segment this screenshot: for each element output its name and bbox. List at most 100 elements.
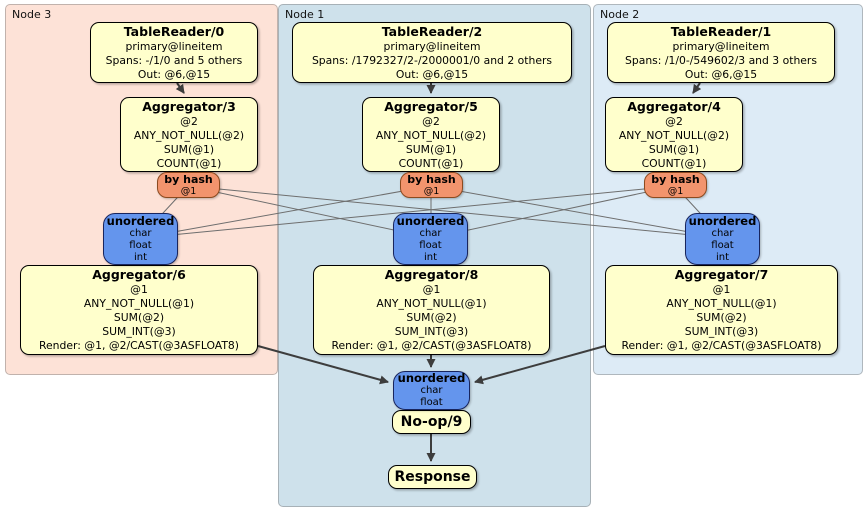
router-by-hash-5: by hash @1 — [400, 172, 463, 198]
processor-title: Aggregator/5 — [384, 98, 478, 114]
flow-arrows — [175, 82, 702, 462]
processor-detail-line: @1 — [422, 283, 441, 296]
processor-detail-line: primary@lineitem — [125, 39, 223, 53]
processor-detail-line: SUM(@2) — [406, 311, 457, 324]
processor-detail-line: ANY_NOT_NULL(@1) — [376, 297, 487, 310]
processor-title: No-op/9 — [400, 414, 463, 430]
processor-detail-line: ANY_NOT_NULL(@2) — [133, 128, 245, 142]
processor-title: Response — [394, 469, 471, 485]
sync-unordered-final: unordered char float — [393, 371, 470, 410]
sync-unordered-node1: unordered char float int — [393, 213, 468, 265]
sync-type: int — [423, 251, 438, 263]
router-title: by hash — [407, 172, 456, 186]
processor-tablereader-2: TableReader/2 primary@lineitem Spans: /1… — [292, 22, 572, 83]
processor-detail-line: Render: @1, @2/CAST(@3ASFLOAT8) — [621, 339, 822, 352]
processor-detail-line: COUNT(@1) — [156, 156, 222, 170]
processor-detail-line: SUM(@1) — [648, 142, 700, 156]
processor-detail-line: @2 — [180, 114, 198, 128]
processor-detail-line: SUM_INT(@3) — [394, 325, 469, 338]
router-by-hash-3: by hash @1 — [157, 172, 220, 198]
plan-edge — [430, 185, 676, 239]
processor-detail-line: @2 — [665, 114, 683, 128]
node-region-label: Node 1 — [285, 8, 325, 21]
processor-detail-line: SUM(@1) — [405, 142, 457, 156]
processor-aggregator-7: Aggregator/7 @1 ANY_NOT_NULL(@1) SUM(@2)… — [605, 265, 838, 355]
router-title: by hash — [651, 172, 700, 186]
processor-detail-line: SUM(@1) — [163, 142, 215, 156]
sync-unordered-node2: unordered char float int — [685, 213, 760, 265]
processor-detail-line: Render: @1, @2/CAST(@3ASFLOAT8) — [331, 339, 532, 352]
sync-type: float — [419, 239, 442, 251]
processor-detail-line: Spans: -/1/0 and 5 others — [105, 53, 243, 67]
processor-noop-9: No-op/9 — [392, 410, 471, 434]
plan-arrow — [692, 82, 702, 94]
processor-detail-line: SUM(@2) — [696, 311, 747, 324]
sync-type: char — [419, 227, 442, 239]
processor-detail-line: Out: @6,@15 — [137, 67, 211, 81]
processor-detail-line: @2 — [422, 114, 440, 128]
plan-arrow — [474, 345, 606, 385]
processor-title: Aggregator/3 — [142, 98, 236, 114]
processor-detail-line: Render: @1, @2/CAST(@3ASFLOAT8) — [38, 339, 240, 352]
processor-detail-line: ANY_NOT_NULL(@1) — [83, 297, 195, 310]
plan-arrow — [257, 345, 389, 385]
processor-detail-line: ANY_NOT_NULL(@1) — [666, 297, 777, 310]
processor-title: TableReader/1 — [670, 23, 772, 39]
processor-detail-line: ANY_NOT_NULL(@2) — [375, 128, 487, 142]
processor-aggregator-6: Aggregator/6 @1 ANY_NOT_NULL(@1) SUM(@2)… — [20, 265, 258, 355]
processor-aggregator-3: Aggregator/3 @2 ANY_NOT_NULL(@2) SUM(@1)… — [120, 97, 258, 172]
processor-aggregator-4: Aggregator/4 @2 ANY_NOT_NULL(@2) SUM(@1)… — [605, 97, 743, 172]
sync-type: int — [715, 251, 730, 263]
sync-unordered-node3: unordered char float int — [103, 213, 178, 265]
sync-type: float — [711, 239, 734, 251]
processor-detail-line: primary@lineitem — [672, 39, 770, 53]
router-by-hash-4: by hash @1 — [644, 172, 707, 198]
processor-aggregator-8: Aggregator/8 @1 ANY_NOT_NULL(@1) SUM(@2)… — [313, 265, 550, 355]
plan-edge — [187, 185, 432, 239]
processor-detail-line: SUM(@2) — [113, 311, 165, 324]
processor-title: TableReader/2 — [381, 23, 483, 39]
plan-edge — [139, 185, 676, 239]
plan-edge — [139, 185, 432, 239]
router-title: by hash — [164, 172, 213, 186]
sync-title: unordered — [688, 213, 757, 228]
processor-detail-line: primary@lineitem — [383, 39, 481, 53]
processor-detail-line: ANY_NOT_NULL(@2) — [618, 128, 730, 142]
node-region-label: Node 3 — [12, 8, 52, 21]
processor-detail-line: Out: @6,@15 — [395, 67, 469, 81]
processor-detail-line: Out: @6,@15 — [684, 67, 758, 81]
router-detail: @1 — [423, 185, 440, 197]
node-region-label: Node 2 — [600, 8, 640, 21]
plan-arrow — [175, 82, 185, 94]
processor-detail-line: COUNT(@1) — [641, 156, 707, 170]
processor-response: Response — [388, 465, 477, 489]
processor-tablereader-0: TableReader/0 primary@lineitem Spans: -/… — [90, 22, 258, 83]
processor-tablereader-1: TableReader/1 primary@lineitem Spans: /1… — [607, 22, 835, 83]
sync-title: unordered — [106, 213, 175, 228]
sync-title: unordered — [397, 371, 466, 385]
processor-detail-line: @1 — [130, 283, 148, 296]
processor-title: Aggregator/7 — [674, 267, 769, 282]
processor-detail-line: COUNT(@1) — [398, 156, 464, 170]
sync-title: unordered — [396, 213, 465, 228]
sync-type: float — [129, 239, 152, 251]
router-detail: @1 — [180, 185, 197, 197]
sync-type: float — [420, 397, 443, 408]
processor-aggregator-5: Aggregator/5 @2 ANY_NOT_NULL(@2) SUM(@1)… — [362, 97, 500, 172]
sync-type: int — [133, 251, 148, 263]
processor-detail-line: SUM_INT(@3) — [684, 325, 759, 338]
router-detail: @1 — [667, 185, 684, 197]
processor-detail-line: SUM_INT(@3) — [102, 325, 176, 338]
sync-type: char — [420, 385, 443, 396]
processor-title: Aggregator/4 — [627, 98, 721, 114]
processor-detail-line: Spans: /1792327/2-/2000001/0 and 2 other… — [311, 53, 553, 67]
processor-title: Aggregator/6 — [92, 267, 186, 282]
plan-edge — [187, 185, 724, 239]
processor-title: TableReader/0 — [123, 23, 225, 39]
processor-detail-line: @1 — [712, 283, 731, 296]
processor-detail-line: Spans: /1/0-/549602/3 and 3 others — [625, 53, 817, 67]
sync-type: char — [711, 227, 734, 239]
plan-edge — [430, 185, 724, 239]
processor-title: Aggregator/8 — [384, 267, 479, 282]
